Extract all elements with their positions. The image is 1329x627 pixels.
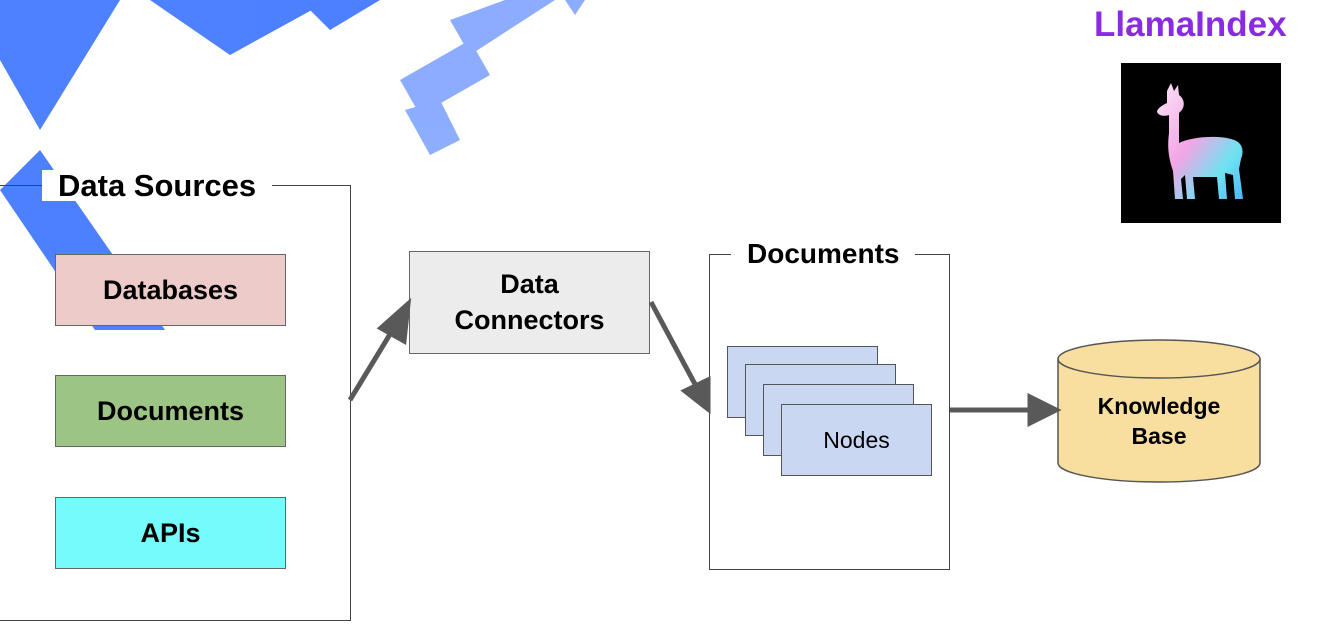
data-sources-title: Data Sources — [42, 170, 273, 201]
source-documents-label: Documents — [96, 395, 245, 426]
knowledge-base-label: Knowledge Base — [1058, 392, 1260, 452]
watermark-stroke — [400, 40, 490, 115]
source-apis-label: APIs — [140, 517, 201, 548]
arrowhead — [680, 376, 711, 415]
knowledge-base-body — [1057, 358, 1261, 483]
data-connectors-label-line2: Connectors — [454, 304, 605, 335]
source-apis: APIs — [55, 497, 286, 569]
arrow-sources-to-connectors — [347, 324, 398, 402]
arrowhead — [376, 297, 412, 346]
llama-silhouette — [1157, 83, 1243, 199]
llama-logo-icon — [1121, 63, 1281, 223]
knowledge-base-label-line2: Base — [1131, 422, 1187, 449]
watermark-stroke — [150, 0, 330, 55]
source-databases-label: Databases — [102, 274, 239, 305]
documents-title: Documents — [731, 240, 916, 268]
arrow-connectors-to-documents — [648, 300, 699, 388]
watermark-stroke — [565, 0, 585, 15]
watermark-stroke — [450, 0, 555, 55]
node-card-front: Nodes — [781, 404, 932, 476]
source-documents: Documents — [55, 375, 286, 447]
watermark-stroke — [300, 0, 380, 30]
nodes-label: Nodes — [823, 426, 890, 453]
watermark-stroke — [0, 0, 120, 130]
knowledge-base-top — [1057, 339, 1261, 379]
watermark-stroke — [405, 100, 460, 155]
brand-name: LlamaIndex — [1094, 5, 1287, 44]
arrowhead — [1027, 392, 1062, 428]
data-connectors-box: Data Connectors — [409, 251, 650, 354]
source-databases: Databases — [55, 254, 286, 326]
knowledge-base-cylinder — [1057, 339, 1261, 483]
knowledge-base-label-line1: Knowledge — [1097, 393, 1221, 419]
data-connectors-label-line1: Data — [500, 269, 559, 300]
